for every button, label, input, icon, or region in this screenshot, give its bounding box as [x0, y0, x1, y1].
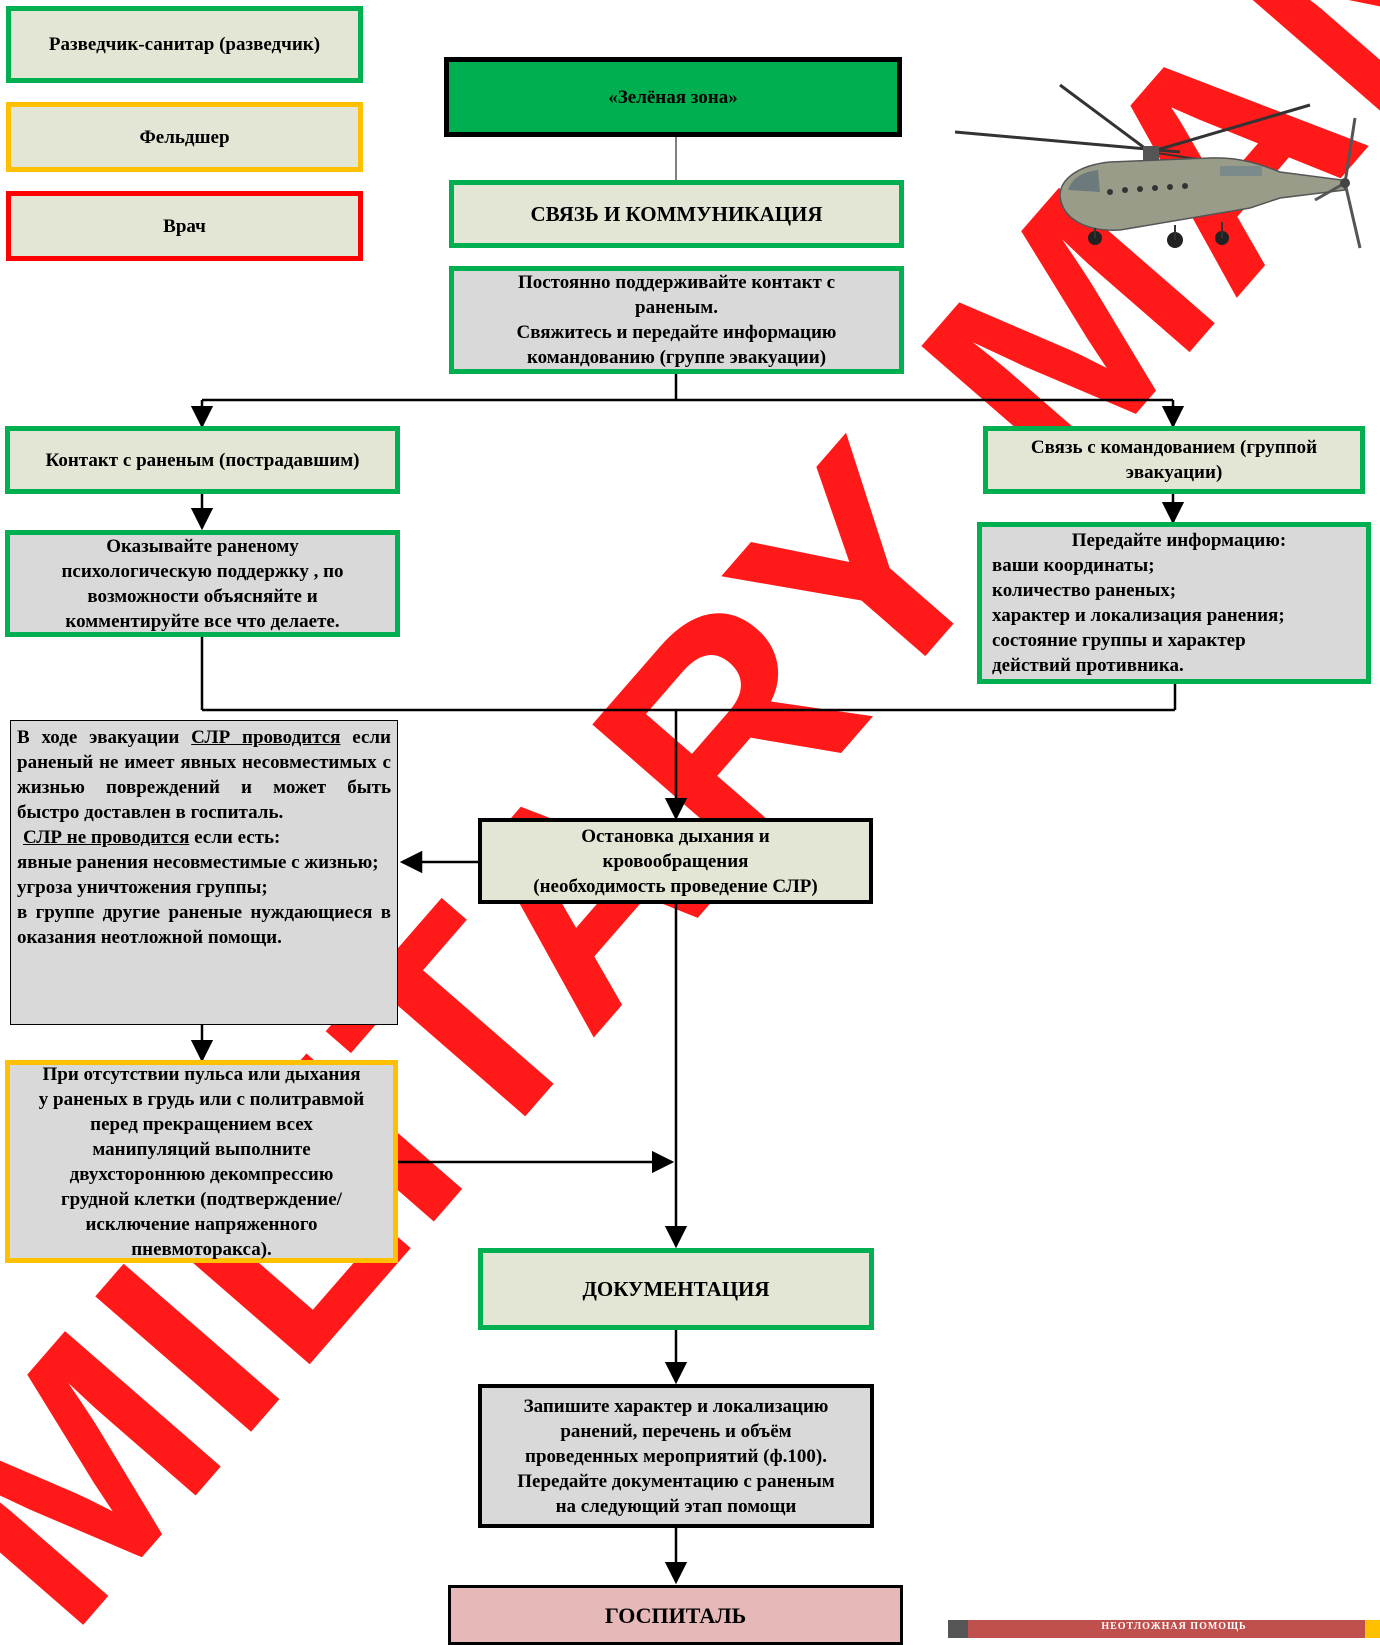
documentation-line: Запишите характер и локализацию — [523, 1395, 829, 1417]
book-cover-title: НЕОТЛОЖНАЯ ПОМОЩЬ — [1101, 1621, 1247, 1632]
cpr-done-label: СЛР проводится — [191, 727, 341, 748]
comms-instruction-line: раненым. — [635, 297, 718, 318]
comms-title: СВЯЗЬ И КОММУНИКАЦИЯ — [530, 201, 823, 226]
command-link-line: Связь с командованием (группой — [1030, 437, 1318, 458]
report-info-box: Передайте информацию: ваши координаты; к… — [977, 522, 1371, 684]
documentation-title: ДОКУМЕНТАЦИЯ — [582, 1276, 770, 1301]
book-cover-edge — [1365, 1620, 1380, 1638]
psych-support-box: Оказывайте раненому психологическую подд… — [5, 530, 400, 637]
decompression-box: При отсутствии пульса или дыхания у ране… — [5, 1060, 398, 1263]
legend-feldsher: Фельдшер — [6, 102, 363, 172]
cpr-rules-exceptions-intro: если есть: — [194, 827, 281, 848]
cpr-rules-condition: если раненый не имеет явных несовместимы… — [17, 727, 392, 823]
green-zone-label: «Зелёная зона» — [608, 86, 738, 108]
arrest-line: кровообращения — [602, 850, 749, 872]
legend-scout-label: Разведчик-санитар (разведчик) — [48, 34, 321, 55]
report-info-item: действий противника. — [992, 655, 1184, 676]
documentation-line: проведенных мероприятий (ф.100). — [525, 1445, 827, 1467]
casualty-contact-box: Контакт с раненым (пострадавшим) — [5, 426, 400, 494]
casualty-contact-title: Контакт с раненым (пострадавшим) — [45, 449, 360, 471]
arrest-line: (необходимость проведение СЛР) — [533, 875, 818, 897]
comms-instruction-line: Свяжитесь и передайте информацию — [516, 322, 837, 343]
decompression-line: перед прекращением всех — [90, 1113, 313, 1135]
green-zone-box: «Зелёная зона» — [444, 57, 902, 137]
legend-doctor: Врач — [6, 191, 363, 261]
legend-feldsher-label: Фельдшер — [139, 126, 230, 148]
arrest-line: Остановка дыхания и — [581, 825, 770, 847]
cpr-rules-item: явные ранения несовместимые с жизнью; — [17, 852, 379, 873]
book-cover-image: НЕОТЛОЖНАЯ ПОМОЩЬ — [948, 1620, 1380, 1638]
report-info-heading: Передайте информацию: — [1071, 530, 1287, 551]
report-info-item: ваши координаты; — [992, 555, 1155, 576]
report-info-item: характер и локализация ранения; — [992, 605, 1285, 626]
legend-doctor-label: Врач — [163, 215, 206, 237]
legend-scout: Разведчик-санитар (разведчик) — [6, 6, 363, 83]
decompression-line: манипуляций выполните — [92, 1138, 311, 1160]
command-link-box: Связь с командованием (группой эвакуации… — [983, 426, 1365, 494]
decompression-line: двухстороннюю декомпрессию — [69, 1163, 334, 1185]
cpr-rules-item: в группе другие раненые нуждающиеся в ок… — [17, 902, 391, 948]
cpr-rules-paragraph-1: В ходе эвакуации СЛР проводится если ран… — [17, 725, 391, 825]
cpr-rules-intro: В ходе эвакуации — [17, 727, 180, 748]
comms-title-box: СВЯЗЬ И КОММУНИКАЦИЯ — [449, 180, 904, 248]
command-link-line: эвакуации) — [1125, 462, 1223, 483]
cpr-rules-item: угроза уничтожения группы; — [17, 877, 268, 898]
report-info-item: количество раненых; — [992, 580, 1177, 601]
cpr-rules-box: В ходе эвакуации СЛР проводится если ран… — [10, 720, 398, 1025]
cpr-not-label: СЛР не проводится — [23, 827, 190, 848]
decompression-line: исключение напряженного — [85, 1213, 318, 1235]
cpr-rules-paragraph-2: СЛР не проводится если есть: — [17, 825, 391, 850]
comms-instruction-line: Постоянно поддерживайте контакт с — [517, 272, 836, 293]
psych-support-line: психологическую поддержку , по — [61, 560, 344, 582]
hospital-box: ГОСПИТАЛЬ — [448, 1585, 903, 1645]
documentation-title-box: ДОКУМЕНТАЦИЯ — [478, 1248, 874, 1330]
decompression-line: При отсутствии пульса или дыхания — [42, 1063, 361, 1085]
documentation-line: Передайте документацию с раненым — [517, 1470, 835, 1492]
psych-support-line: Оказывайте раненому — [106, 535, 299, 557]
hospital-label: ГОСПИТАЛЬ — [604, 1602, 747, 1628]
psych-support-line: комментируйте все что делаете. — [65, 610, 340, 632]
documentation-line: на следующий этап помощи — [555, 1495, 797, 1517]
decompression-line: у раненых в грудь или с политравмой — [38, 1088, 365, 1110]
comms-instruction-box: Постоянно поддерживайте контакт с ранены… — [449, 266, 904, 374]
helicopter-image — [954, 83, 1362, 249]
documentation-line: ранений, перечень и объём — [560, 1420, 792, 1442]
decompression-line: грудной клетки (подтверждение/ — [61, 1188, 342, 1210]
psych-support-line: возможности объясняйте и — [87, 585, 318, 607]
arrest-box: Остановка дыхания и кровообращения (необ… — [478, 818, 873, 904]
decompression-line: пневмоторакса). — [131, 1238, 272, 1260]
comms-instruction-line: командованию (группе эвакуации) — [526, 347, 827, 368]
report-info-item: состояние группы и характер — [992, 630, 1246, 651]
documentation-text-box: Запишите характер и локализацию ранений,… — [478, 1384, 874, 1528]
